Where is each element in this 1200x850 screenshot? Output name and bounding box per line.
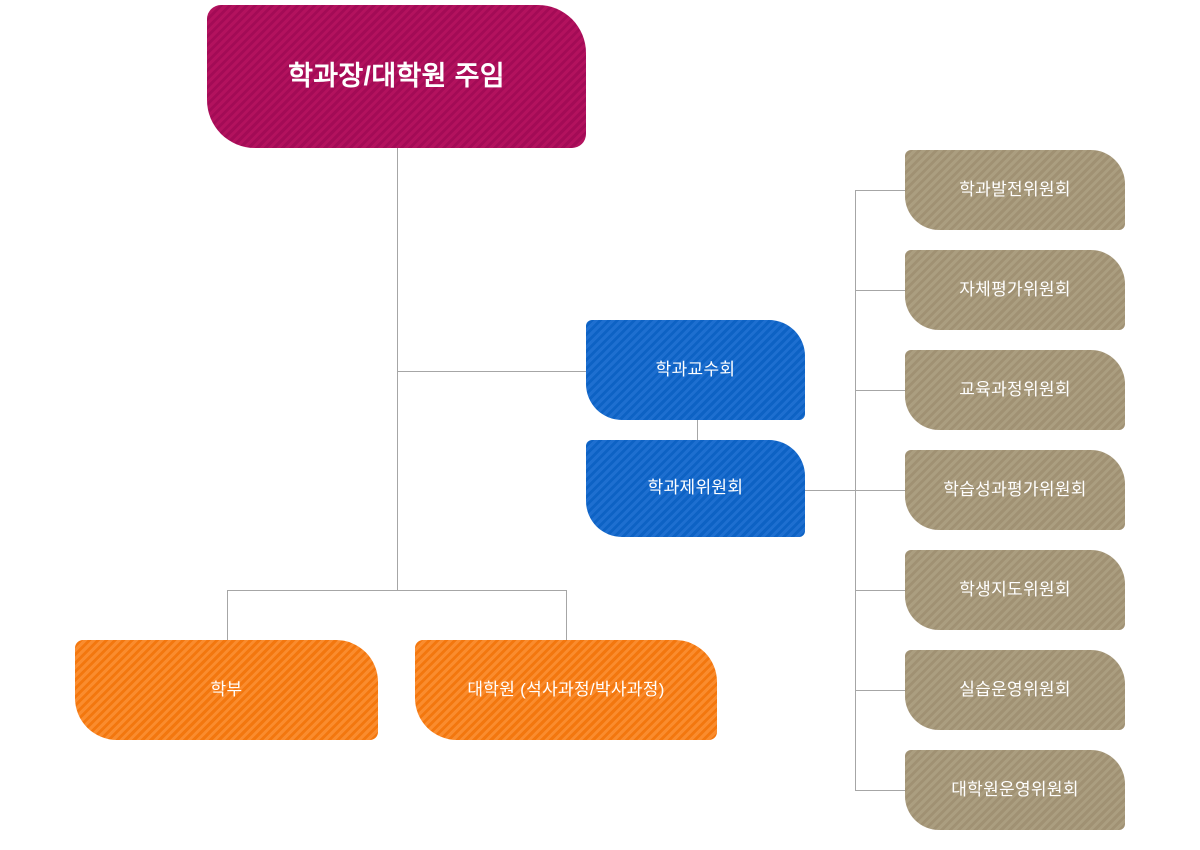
committee-box-2: 자체평가위원회 [905,250,1125,330]
committee-label-3: 교육과정위원회 [959,379,1071,399]
connector-faculty-branch [397,371,586,372]
dept-committees-label: 학과제위원회 [647,478,744,498]
committee-label-4: 학습성과평가위원회 [943,479,1087,499]
committee-label-6: 실습운영위원회 [959,679,1071,699]
connector-committee-branch-1 [855,190,905,191]
committee-box-5: 학생지도위원회 [905,550,1125,630]
faculty-council-label: 학과교수회 [655,359,736,379]
undergraduate-label: 학부 [210,679,243,699]
graduate-label: 대학원 (석사과정/박사과정) [467,679,665,699]
connector-bottom-crossbar [227,590,567,591]
committee-box-7: 대학원운영위원회 [905,750,1125,830]
connector-committee-branch-5 [855,590,905,591]
committee-box-3: 교육과정위원회 [905,350,1125,430]
connector-committee-branch-2 [855,290,905,291]
connector-root-trunk [397,148,398,590]
connector-committees-spine [855,190,856,790]
committee-label-7: 대학원운영위원회 [951,779,1079,799]
connector-committee-branch-3 [855,390,905,391]
chairman-box: 학과장/대학원 주임 [207,5,586,148]
connector-faculty-to-committees [697,420,698,440]
committee-label-1: 학과발전위원회 [959,179,1071,199]
committee-box-1: 학과발전위원회 [905,150,1125,230]
undergraduate-box: 학부 [75,640,378,740]
committee-label-2: 자체평가위원회 [959,279,1071,299]
connector-graduate-drop [566,590,567,640]
dept-committees-box: 학과제위원회 [586,440,805,537]
connector-undergraduate-drop [227,590,228,640]
committee-box-6: 실습운영위원회 [905,650,1125,730]
graduate-box: 대학원 (석사과정/박사과정) [415,640,717,740]
committee-box-4: 학습성과평가위원회 [905,450,1125,530]
chairman-label: 학과장/대학원 주임 [288,61,505,92]
connector-committee-branch-6 [855,690,905,691]
faculty-council-box: 학과교수회 [586,320,805,420]
connector-committee-branch-7 [855,790,905,791]
committee-label-5: 학생지도위원회 [959,579,1071,599]
